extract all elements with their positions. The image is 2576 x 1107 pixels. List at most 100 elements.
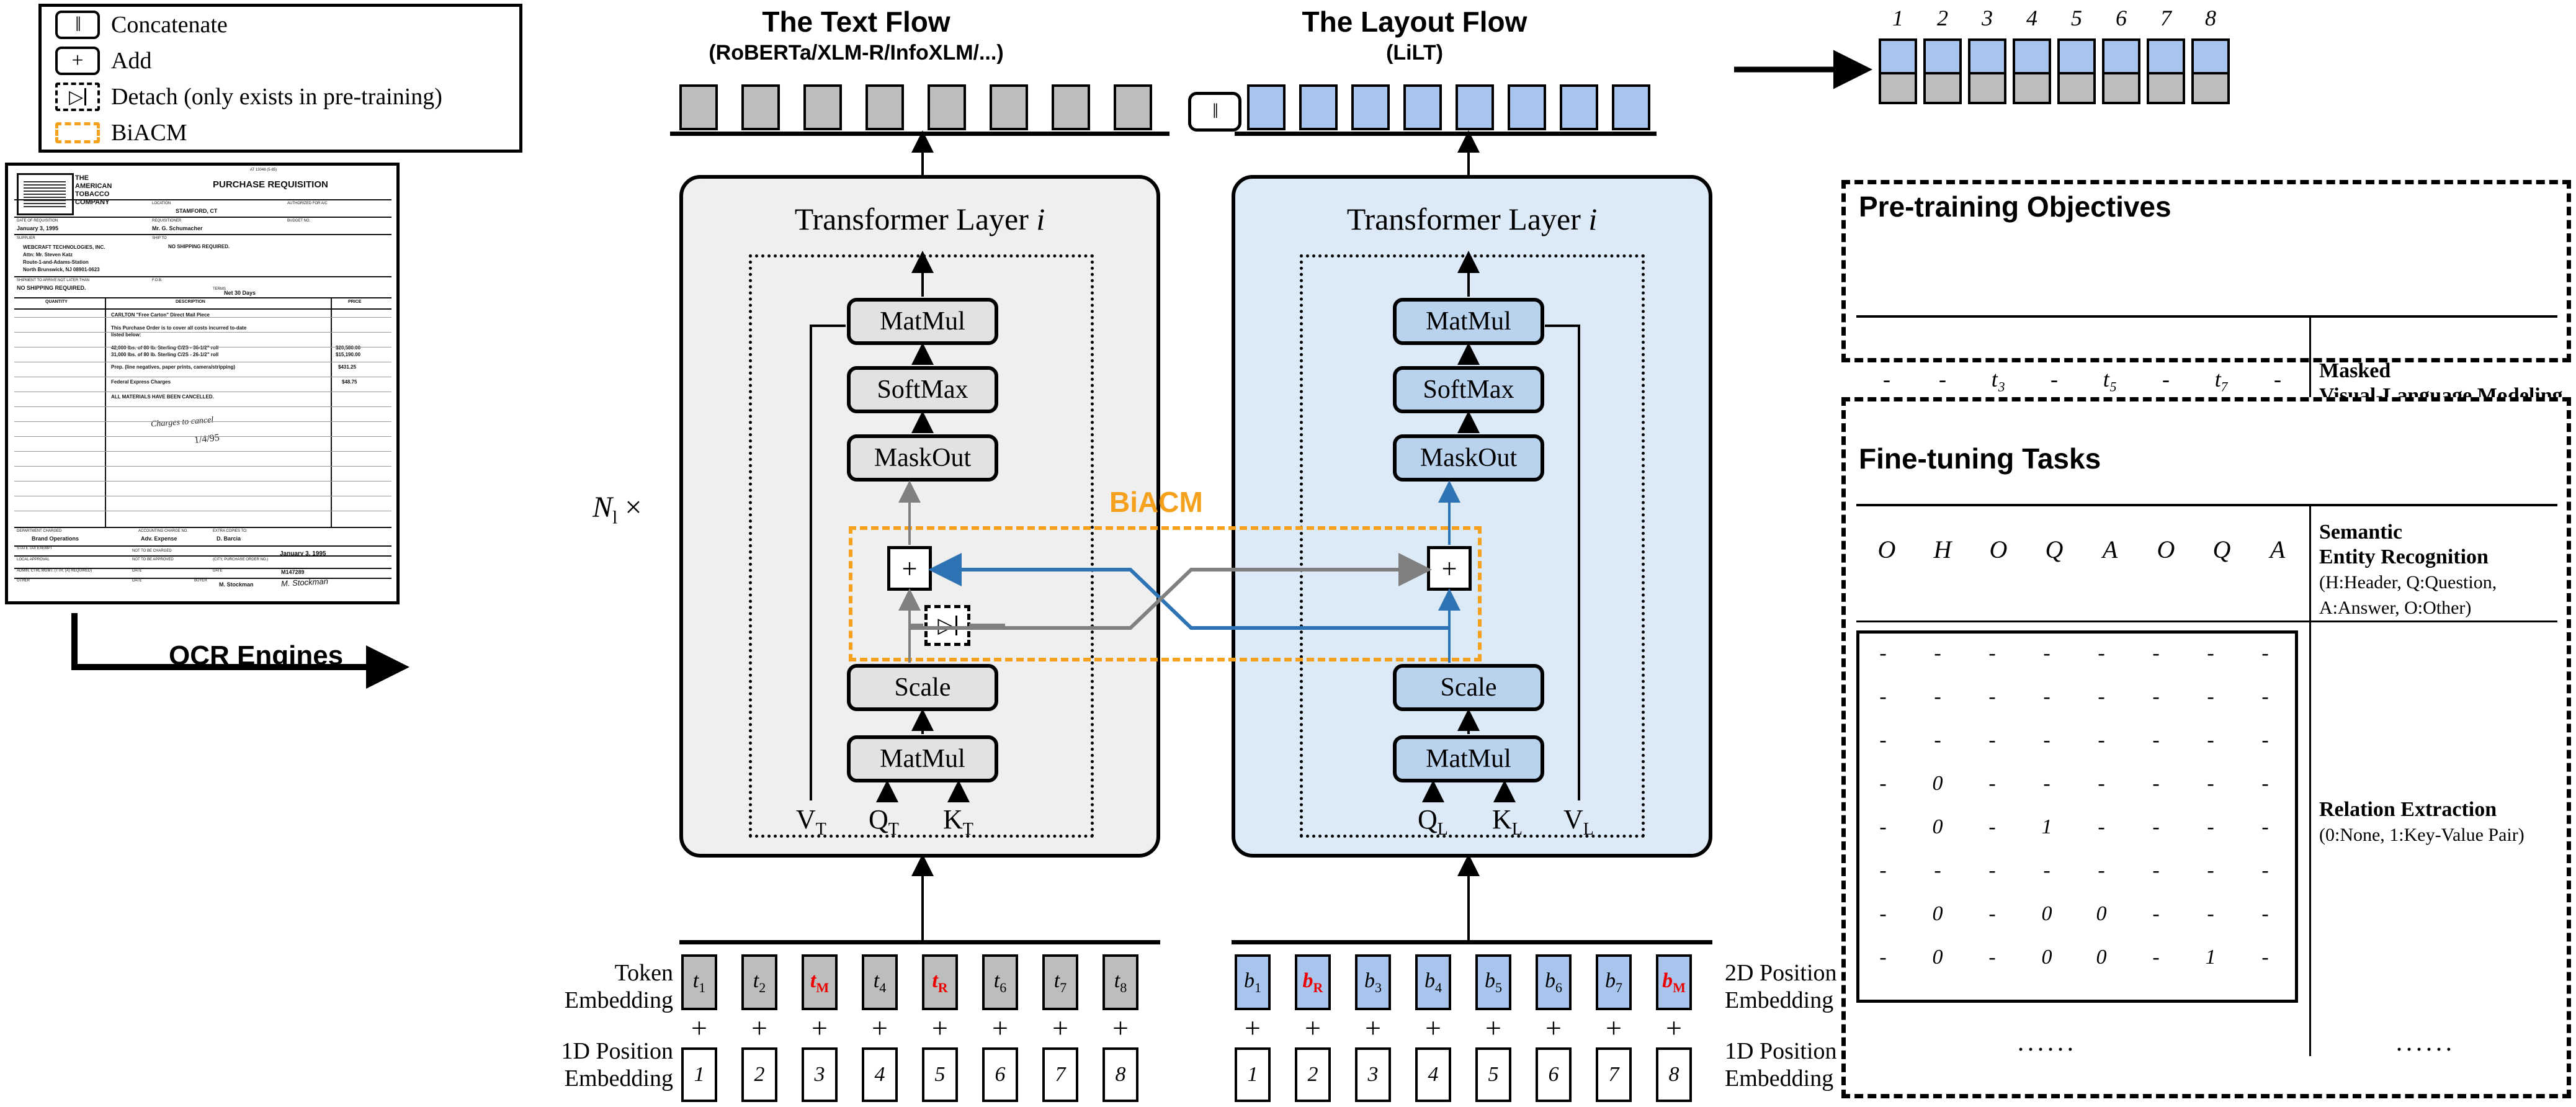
output-bar-index-2: 2 (1937, 6, 1948, 30)
output-bar-gray-6 (2102, 74, 2140, 104)
layout-op-scale: Scale (1393, 664, 1544, 711)
doc-label-notbecharged: NOT TO BE CHARGED (132, 549, 172, 553)
text-output-token-5 (928, 84, 966, 130)
text-input-q-label: QT (869, 804, 899, 839)
output-bar-gray-2 (1923, 74, 1962, 104)
text-pos-7: 7 (1042, 1047, 1078, 1102)
concatenate-box: ‖ (1188, 92, 1241, 132)
biacm-label: BiACM (1109, 486, 1203, 518)
doc-value-date-approved: January 3, 1995 (280, 550, 326, 557)
doc-label-other: OTHER (17, 579, 30, 583)
layout-token-6-label: b6 (1545, 969, 1562, 995)
re-cell-1-0: - (1879, 685, 1887, 708)
output-bar-gray-5 (2057, 74, 2096, 104)
re-note: (0:None, 1:Key-Value Pair) (2319, 825, 2525, 845)
re-cell-3-0: - (1879, 772, 1887, 795)
re-cell-0-7: - (2261, 642, 2269, 665)
ellipsis-right: ······ (2395, 1036, 2454, 1064)
doc-value-location: STAMFORD, CT (176, 208, 218, 214)
layout-output-token-5 (1456, 84, 1494, 130)
re-cell-6-2: - (1988, 902, 1996, 925)
text-flow-topbar (670, 132, 1169, 136)
text-embedding-bar (679, 940, 1160, 944)
re-cell-7-0: - (1879, 946, 1887, 969)
text-token-6: t6 (982, 954, 1018, 1010)
re-cell-2-6: - (2207, 728, 2214, 751)
re-cell-2-4: - (2098, 728, 2105, 751)
layout-op-matmul-top: MatMul (1393, 298, 1544, 345)
doc-value-arrive: NO SHIPPING REQUIRED. (17, 285, 86, 291)
layout-pos-1-label: 1 (1247, 1063, 1258, 1086)
layout-pos-6-label: 6 (1548, 1063, 1559, 1086)
layout-flow-title: The Layout Flow (1302, 6, 1527, 38)
output-bar-index-8: 8 (2205, 6, 2216, 30)
re-cell-7-2: - (1988, 946, 1996, 969)
layout-token-1: b1 (1235, 954, 1271, 1010)
re-cell-4-1: 0 (1932, 815, 1943, 838)
text-pos-2: 2 (741, 1047, 777, 1102)
company-logo (17, 173, 74, 215)
text-token-8-label: t8 (1114, 969, 1127, 995)
layout-pos-3: 3 (1355, 1047, 1391, 1102)
re-cell-7-4: 0 (2096, 946, 2107, 969)
doc-label-date3: DATE (213, 569, 223, 573)
doc-value-terms: Net 30 Days (224, 290, 256, 296)
ellipsis-left: ······ (2016, 1036, 2076, 1064)
layout-pos-2-label: 2 (1307, 1063, 1318, 1086)
doc-value-supplier: WEBCRAFT TECHNOLOGIES, INC.Attn: Mr. Ste… (23, 244, 105, 272)
doc-value-date-req: January 3, 1995 (17, 225, 59, 231)
re-cell-1-3: - (2043, 685, 2051, 708)
re-cell-6-5: - (2152, 902, 2160, 925)
layout-output-token-4 (1403, 84, 1442, 130)
re-cell-7-5: - (2152, 946, 2160, 969)
ser-cell-3: Q (2045, 536, 2064, 563)
text-plus-6: + (992, 1012, 1008, 1044)
re-cell-5-7: - (2261, 859, 2269, 882)
doc-row-2-desc: 42,000 lbs. of 80 lb. Sterling C/2S - 36… (111, 345, 219, 357)
text-pos-8-label: 8 (1115, 1063, 1126, 1086)
concat-symbol: ‖ (1212, 100, 1218, 123)
text-pos-1: 1 (681, 1047, 717, 1102)
text-plus-4: + (872, 1012, 888, 1044)
doc-row-2-price: $20,580.00$15,190.00 (336, 345, 361, 357)
pretraining-cell-0-4: t₅ (2103, 367, 2118, 392)
re-cell-5-0: - (1879, 859, 1887, 882)
layout-op-matmul-bottom: MatMul (1393, 735, 1544, 782)
detach-icon: ▷ (55, 83, 100, 111)
text-pos-1-label: 1 (694, 1063, 705, 1086)
text-output-token-1 (679, 84, 718, 130)
layout-plus-1: + (1245, 1012, 1261, 1044)
layout-transformer-title: Transformer Layer i (1346, 202, 1598, 236)
re-cell-5-4: - (2098, 859, 2105, 882)
layout-token-6: b6 (1536, 954, 1572, 1010)
re-cell-0-4: - (2098, 642, 2105, 665)
finetuning-vrule (2309, 504, 2311, 1056)
text-token-4-label: t4 (873, 969, 887, 995)
finetuning-rule-top (1856, 504, 2557, 506)
re-cell-1-2: - (1988, 685, 1996, 708)
output-bar-blue-5 (2057, 38, 2096, 74)
layout-token-2: bR (1295, 954, 1331, 1010)
text-token-6-label: t6 (993, 969, 1007, 995)
re-cell-1-1: - (1934, 685, 1941, 708)
text-op-matmul-top: MatMul (847, 298, 998, 345)
text-token-4: t4 (862, 954, 898, 1010)
detach-symbol: ▷ (68, 86, 84, 107)
doc-row-5-desc: ALL MATERIALS HAVE BEEN CANCELLED. (111, 394, 214, 400)
text-token-5: tR (922, 954, 958, 1010)
re-name: Relation Extraction(0:None, 1:Key-Value … (2319, 798, 2525, 845)
re-cell-0-5: - (2152, 642, 2160, 665)
layout-token-5: b5 (1475, 954, 1511, 1010)
re-cell-1-7: - (2261, 685, 2269, 708)
re-cell-4-7: - (2261, 815, 2269, 838)
legend-box: ‖ Concatenate + Add ▷ Detach (only exist… (38, 4, 522, 153)
doc-corner-code: AT 13048 (5-85) (250, 168, 277, 172)
biacm-icon (55, 122, 100, 143)
text-token-7: t7 (1042, 954, 1078, 1010)
doc-row-3-price: $431.25 (338, 364, 356, 370)
text-output-token-4 (865, 84, 904, 130)
layout-pos-6: 6 (1536, 1047, 1572, 1102)
layout-token-7: b7 (1596, 954, 1632, 1010)
